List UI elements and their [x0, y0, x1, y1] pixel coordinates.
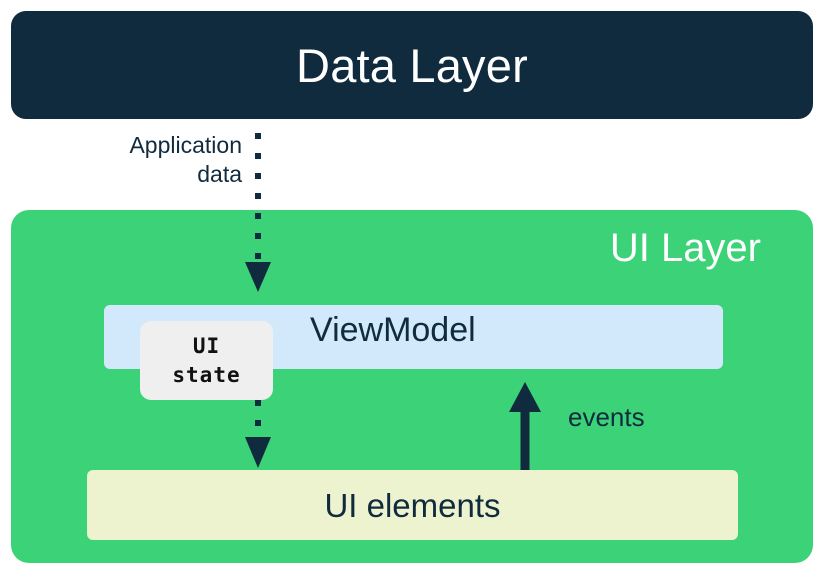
data-layer-box: Data Layer	[11, 11, 813, 119]
ui-layer-title: UI Layer	[609, 226, 761, 270]
viewmodel-label: ViewModel	[310, 311, 476, 349]
ui-elements-label: UI elements	[324, 486, 501, 524]
application-data-label-line1: Application	[129, 132, 242, 158]
ui-state-chip-line1: UI	[192, 333, 221, 358]
application-data-label: Application data	[52, 131, 242, 189]
application-data-label-line2: data	[197, 161, 242, 187]
ui-state-chip-line2: state	[172, 362, 241, 387]
ui-state-chip: UI state	[140, 321, 273, 400]
data-layer-title: Data Layer	[296, 38, 528, 92]
events-label: events	[568, 402, 645, 432]
ui-elements-box: UI elements	[87, 470, 738, 540]
